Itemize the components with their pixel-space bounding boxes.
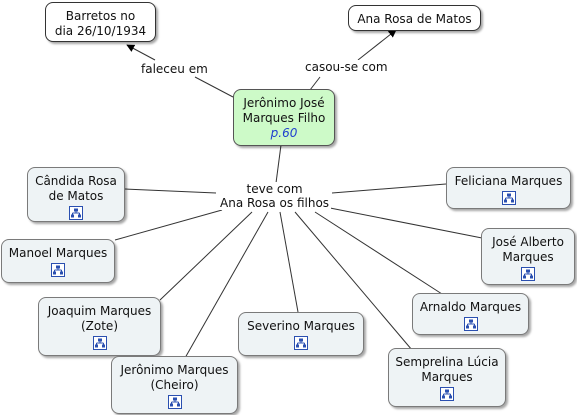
center-person-node[interactable]: Jerônimo José Marques Filho p.60: [233, 89, 335, 146]
spouse-name-text: Ana Rosa de Matos: [357, 12, 472, 26]
family-tree-icon[interactable]: [69, 206, 83, 220]
child-node[interactable]: Arnaldo Marques: [412, 293, 529, 335]
connector-line: [275, 144, 282, 184]
connector-line: [331, 183, 447, 194]
family-tree-icon[interactable]: [440, 387, 454, 401]
child-node[interactable]: Semprelina Lúcia Marques: [388, 348, 506, 407]
child-name: Arnaldo Marques: [419, 300, 522, 314]
connector-line: [159, 211, 253, 301]
child-name: Feliciana Marques: [454, 174, 563, 188]
connector-line: [124, 188, 217, 194]
child-name: Semprelina Lúcia Marques: [395, 355, 499, 384]
link-label-death: faleceu em: [139, 62, 210, 76]
center-person-name: Jerônimo José Marques Filho: [242, 96, 326, 125]
connector-line: [279, 211, 299, 313]
child-node[interactable]: Joaquim Marques (Zote): [38, 297, 161, 356]
family-tree-icon[interactable]: [463, 317, 478, 331]
family-tree-icon[interactable]: [294, 336, 308, 350]
connector-arrow: [357, 29, 397, 61]
death-place-text: Barretos no dia 26/10/1934: [54, 9, 147, 38]
child-node[interactable]: Severino Marques: [238, 312, 364, 356]
child-name: Joaquim Marques (Zote): [47, 304, 152, 333]
connector-arrow: [126, 44, 156, 61]
family-tree-icon[interactable]: [51, 263, 65, 277]
connector-line: [194, 76, 234, 98]
link-label-children: teve com Ana Rosa os filhos: [218, 182, 332, 210]
child-name: José Alberto Marques: [492, 235, 564, 264]
child-name: Severino Marques: [247, 319, 355, 333]
connector-line: [184, 211, 269, 359]
family-tree-icon[interactable]: [92, 336, 107, 350]
page-reference-link[interactable]: p.60: [270, 126, 298, 140]
child-node[interactable]: Manoel Marques: [1, 239, 115, 283]
connector-line: [314, 211, 443, 295]
connector-line: [329, 207, 483, 239]
child-node[interactable]: José Alberto Marques: [481, 228, 575, 285]
death-place-node[interactable]: Barretos no dia 26/10/1934: [45, 2, 156, 42]
family-tree-icon[interactable]: [501, 191, 516, 205]
family-tree-icon[interactable]: [521, 267, 535, 281]
connector-line: [114, 209, 223, 241]
child-name: Jerônimo Marques (Cheiro): [120, 363, 229, 392]
spouse-node[interactable]: Ana Rosa de Matos: [348, 5, 481, 31]
family-tree-icon[interactable]: [167, 395, 182, 409]
link-label-spouse: casou-se com: [303, 60, 390, 74]
child-node[interactable]: Cândida Rosa de Matos: [27, 167, 125, 222]
connector-line: [309, 76, 321, 91]
child-name: Cândida Rosa de Matos: [35, 174, 117, 203]
child-node[interactable]: Jerônimo Marques (Cheiro): [111, 356, 238, 414]
child-node[interactable]: Feliciana Marques: [446, 167, 571, 209]
child-name: Manoel Marques: [8, 246, 108, 260]
connector-line: [294, 211, 413, 351]
